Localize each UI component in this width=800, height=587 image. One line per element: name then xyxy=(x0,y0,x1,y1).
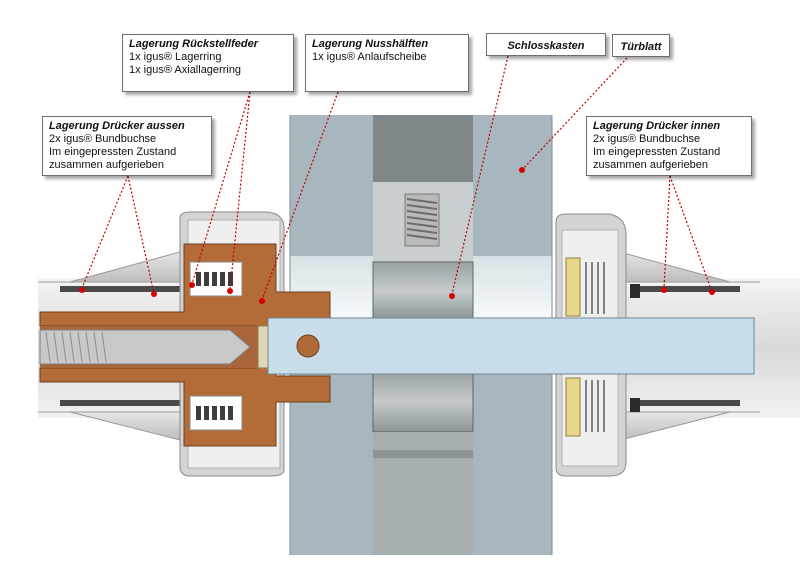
spindle xyxy=(267,317,755,375)
callout-title: Lagerung Drücker innen xyxy=(593,120,721,132)
callout-line: Im eingepressten Zustand xyxy=(593,146,721,158)
callout-line: 1x igus® Anlaufscheibe xyxy=(312,51,427,63)
callout-line: 1x igus® Lagerring xyxy=(129,51,222,63)
callout-line: Im eingepressten Zustand xyxy=(49,146,177,158)
callout-line: 2x igus® Bundbuchse xyxy=(593,133,701,145)
marker-dot xyxy=(189,282,195,288)
bronze-insert xyxy=(39,243,331,447)
marker-dot xyxy=(661,287,667,293)
callout-line: zusammen aufgerieben xyxy=(49,159,164,171)
callout-lagerung-ruckstellfeder: Lagerung Rückstellfeder 1x igus® Lagerri… xyxy=(122,34,294,92)
marker-dot xyxy=(227,288,233,294)
callout-line: zusammen aufgerieben xyxy=(593,159,708,171)
callout-turblatt: Türblatt xyxy=(612,34,670,57)
marker-dot xyxy=(259,298,265,304)
callout-line: 2x igus® Bundbuchse xyxy=(49,133,157,145)
callout-title: Lagerung Drücker aussen xyxy=(49,120,185,132)
set-screw xyxy=(404,193,440,247)
marker-dot xyxy=(709,289,715,295)
marker-dot xyxy=(449,293,455,299)
callout-lagerung-drucker-innen: Lagerung Drücker innen 2x igus® Bundbuch… xyxy=(586,116,752,176)
marker-dot xyxy=(519,167,525,173)
callout-title: Türblatt xyxy=(620,41,662,53)
callout-title: Schlosskasten xyxy=(507,40,585,52)
callout-schlosskasten: Schlosskasten xyxy=(486,33,606,56)
callout-title: Lagerung Nusshälften xyxy=(312,38,429,50)
leader-lines xyxy=(81,55,713,301)
marker-dot xyxy=(151,291,157,297)
marker-dots xyxy=(79,167,715,304)
marker-dot xyxy=(79,287,85,293)
callout-title: Lagerung Rückstellfeder xyxy=(129,38,258,50)
callout-lagerung-nusshalften: Lagerung Nusshälften 1x igus® Anlaufsche… xyxy=(305,34,469,92)
callout-line: 1x igus® Axiallagerring xyxy=(129,64,242,76)
callout-lagerung-drucker-aussen: Lagerung Drücker aussen 2x igus® Bundbuc… xyxy=(42,116,212,176)
